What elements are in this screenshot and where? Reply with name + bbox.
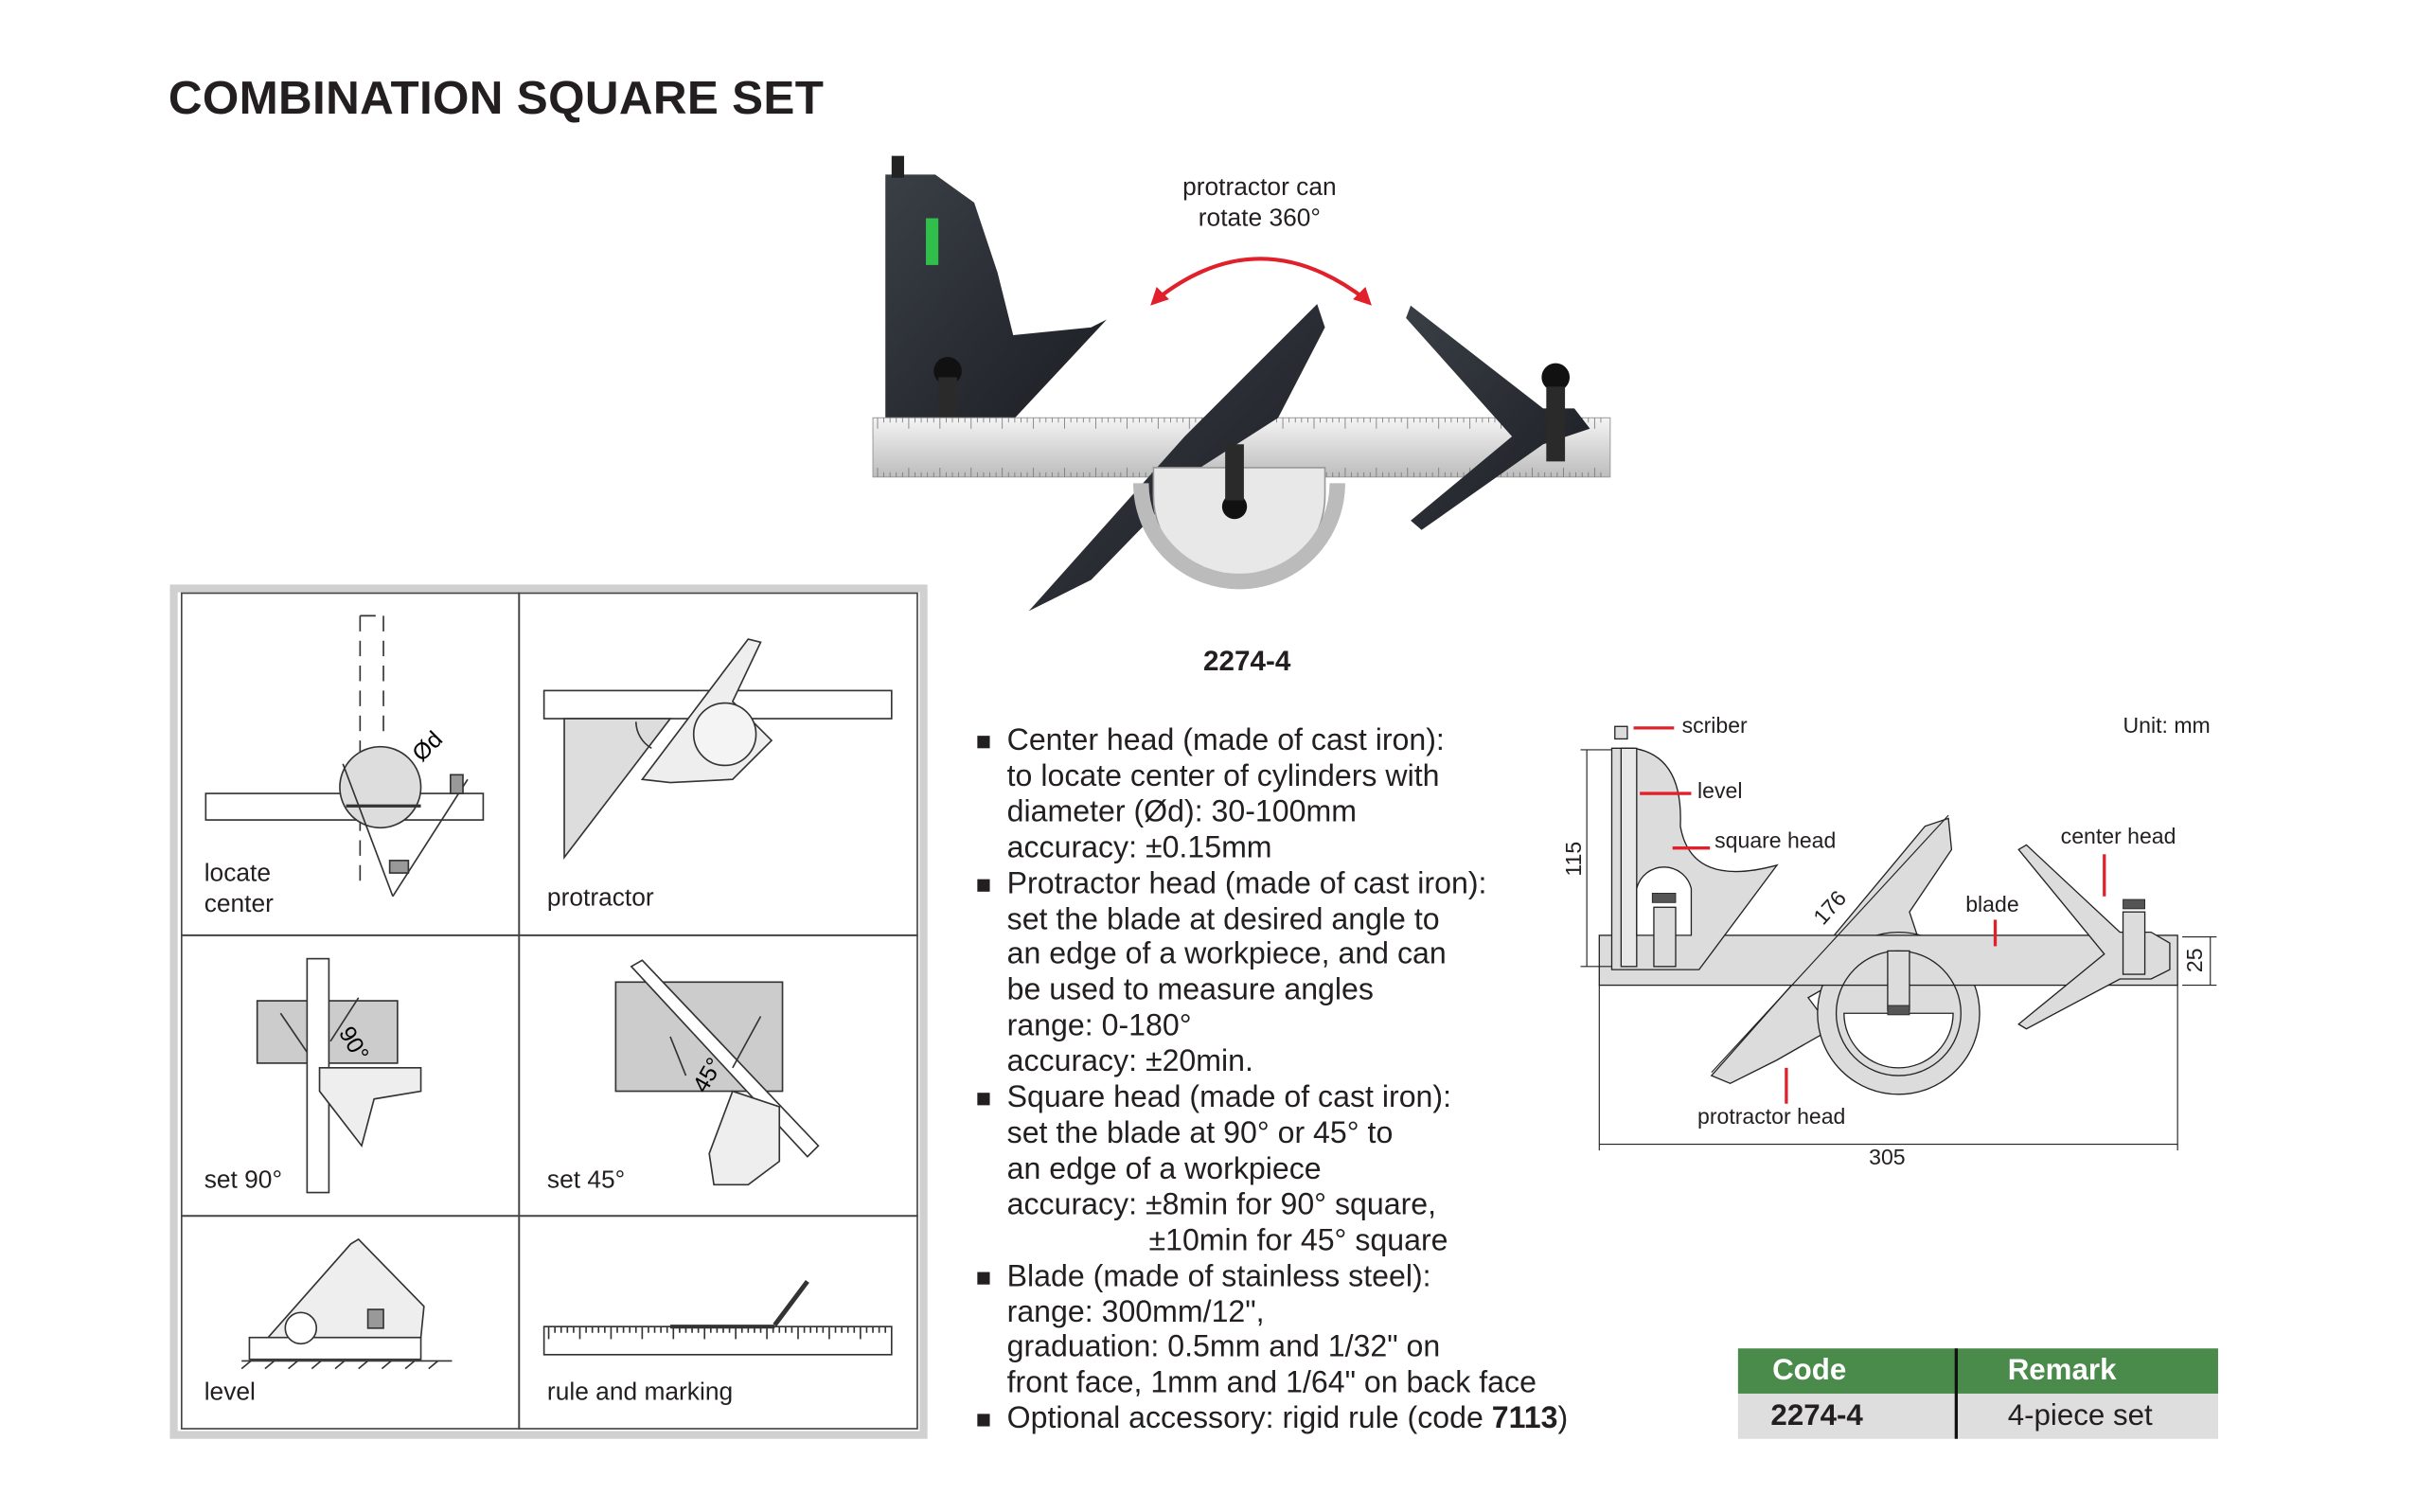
- protractor-illustration: [542, 638, 893, 861]
- rotation-note: protractor can rotate 360°: [1138, 173, 1381, 236]
- rotate-arrow: [1155, 257, 1367, 301]
- table-row: 2274-4 4-piece set: [1737, 1393, 2218, 1439]
- cell-label-locate-center: locate center: [204, 859, 274, 921]
- cell-label-set-45: set 45°: [546, 1167, 626, 1195]
- spec-item-protractor-head: Protractor head (made of cast iron): set…: [977, 866, 1568, 1080]
- model-code: 2274-4: [1203, 645, 1291, 677]
- product-table: Code Remark 2274-4 4-piece set: [1737, 1348, 2218, 1439]
- spec-line: accuracy: ±0.15mm: [1006, 830, 1272, 865]
- spec-line: Blade (made of stainless steel):: [1006, 1258, 1431, 1293]
- spec-line: set the blade at 90° or 45° to: [1006, 1115, 1394, 1151]
- rotation-note-line2: rotate 360°: [1198, 205, 1321, 233]
- spec-item-accessory: Optional accessory: rigid rule (code 711…: [977, 1402, 1568, 1438]
- label-center-head: center head: [2060, 823, 2176, 848]
- dimension-blade-width: 25: [2181, 948, 2208, 973]
- label-level: level: [1697, 777, 1743, 803]
- spec-line: accuracy: ±20min.: [1006, 1044, 1253, 1079]
- set-45-illustration: [614, 959, 820, 1186]
- spec-line: diameter (Ød): 30-100mm: [1006, 794, 1357, 829]
- usage-illustrations: Ød 90° 45°: [180, 592, 918, 1430]
- accessory-suffix: ): [1557, 1401, 1569, 1436]
- cell-label-level: level: [204, 1379, 256, 1407]
- cell-code: 2274-4: [1770, 1399, 1863, 1433]
- label-square-head: square head: [1714, 827, 1837, 853]
- spec-line: range: 300mm/12",: [1006, 1294, 1265, 1329]
- spec-line: set the blade at desired angle to: [1006, 901, 1440, 936]
- accessory-code: 7113: [1491, 1401, 1558, 1436]
- spec-line: graduation: 0.5mm and 1/32" on: [1006, 1330, 1441, 1365]
- cell-label-line: center: [204, 891, 274, 918]
- spec-line: be used to measure angles: [1006, 972, 1374, 1008]
- page-title: COMBINATION SQUARE SET: [168, 73, 825, 125]
- rotation-note-line1: protractor can: [1182, 174, 1337, 202]
- cell-label-protractor: protractor: [546, 885, 654, 913]
- spec-line: Center head (made of cast iron):: [1006, 722, 1445, 758]
- label-blade: blade: [1965, 891, 2019, 917]
- locate-center-illustration: [204, 614, 485, 898]
- spec-line: to locate center of cylinders with: [1006, 758, 1440, 793]
- cell-label-line: locate: [204, 860, 272, 887]
- usage-grid: [180, 592, 918, 1430]
- spec-line: Square head (made of cast iron):: [1006, 1080, 1452, 1115]
- dimension-height: 115: [1560, 841, 1586, 877]
- level-illustration: [240, 1237, 453, 1370]
- spec-list: Center head (made of cast iron): to loca…: [977, 723, 1568, 1437]
- spec-line: an edge of a workpiece, and can: [1006, 937, 1447, 972]
- center-head-photo: [1406, 305, 1590, 530]
- accessory-text: Optional accessory: rigid rule (code: [1006, 1401, 1492, 1436]
- label-scriber: scriber: [1681, 712, 1748, 738]
- column-divider: [1954, 1348, 1959, 1439]
- column-header-code: Code: [1772, 1354, 1847, 1388]
- column-header-remark: Remark: [2007, 1354, 2117, 1388]
- spec-item-blade: Blade (made of stainless steel): range: …: [977, 1259, 1568, 1402]
- spec-item-square-head: Square head (made of cast iron): set the…: [977, 1080, 1568, 1259]
- spec-line: accuracy: ±8min for 90° square,: [1006, 1187, 1437, 1222]
- spec-line: Protractor head (made of cast iron):: [1006, 865, 1487, 901]
- cell-label-rule-marking: rule and marking: [546, 1379, 734, 1407]
- dimension-lines: [1580, 749, 2217, 1151]
- spec-line: range: 0-180°: [1006, 1008, 1192, 1043]
- spec-line: an edge of a workpiece: [1006, 1151, 1322, 1186]
- spec-item-center-head: Center head (made of cast iron): to loca…: [977, 723, 1568, 866]
- product-photo: [872, 155, 1611, 612]
- set-90-illustration: [256, 957, 422, 1194]
- spec-line: Optional accessory: rigid rule (code 711…: [1007, 1402, 1569, 1438]
- cell-remark: 4-piece set: [2007, 1399, 2153, 1433]
- rule-marking-illustration: [542, 1279, 893, 1356]
- spec-line: ±10min for 45° square: [1148, 1222, 1448, 1258]
- protractor-head-photo: [1028, 304, 1345, 612]
- square-head-photo: [885, 155, 1108, 437]
- unit-label: Unit: mm: [2123, 712, 2211, 738]
- dimension-length: 305: [1869, 1144, 1906, 1169]
- table-header: Code Remark: [1737, 1348, 2218, 1394]
- spec-line: front face, 1mm and 1/64" on back face: [1006, 1365, 1537, 1401]
- diameter-annotation: Ød: [408, 727, 448, 767]
- pointer-lines: [1633, 726, 2106, 1104]
- dimension-diagram: [1580, 725, 2217, 1151]
- cell-label-set-90: set 90°: [204, 1167, 282, 1195]
- label-protractor-head: protractor head: [1697, 1103, 1846, 1130]
